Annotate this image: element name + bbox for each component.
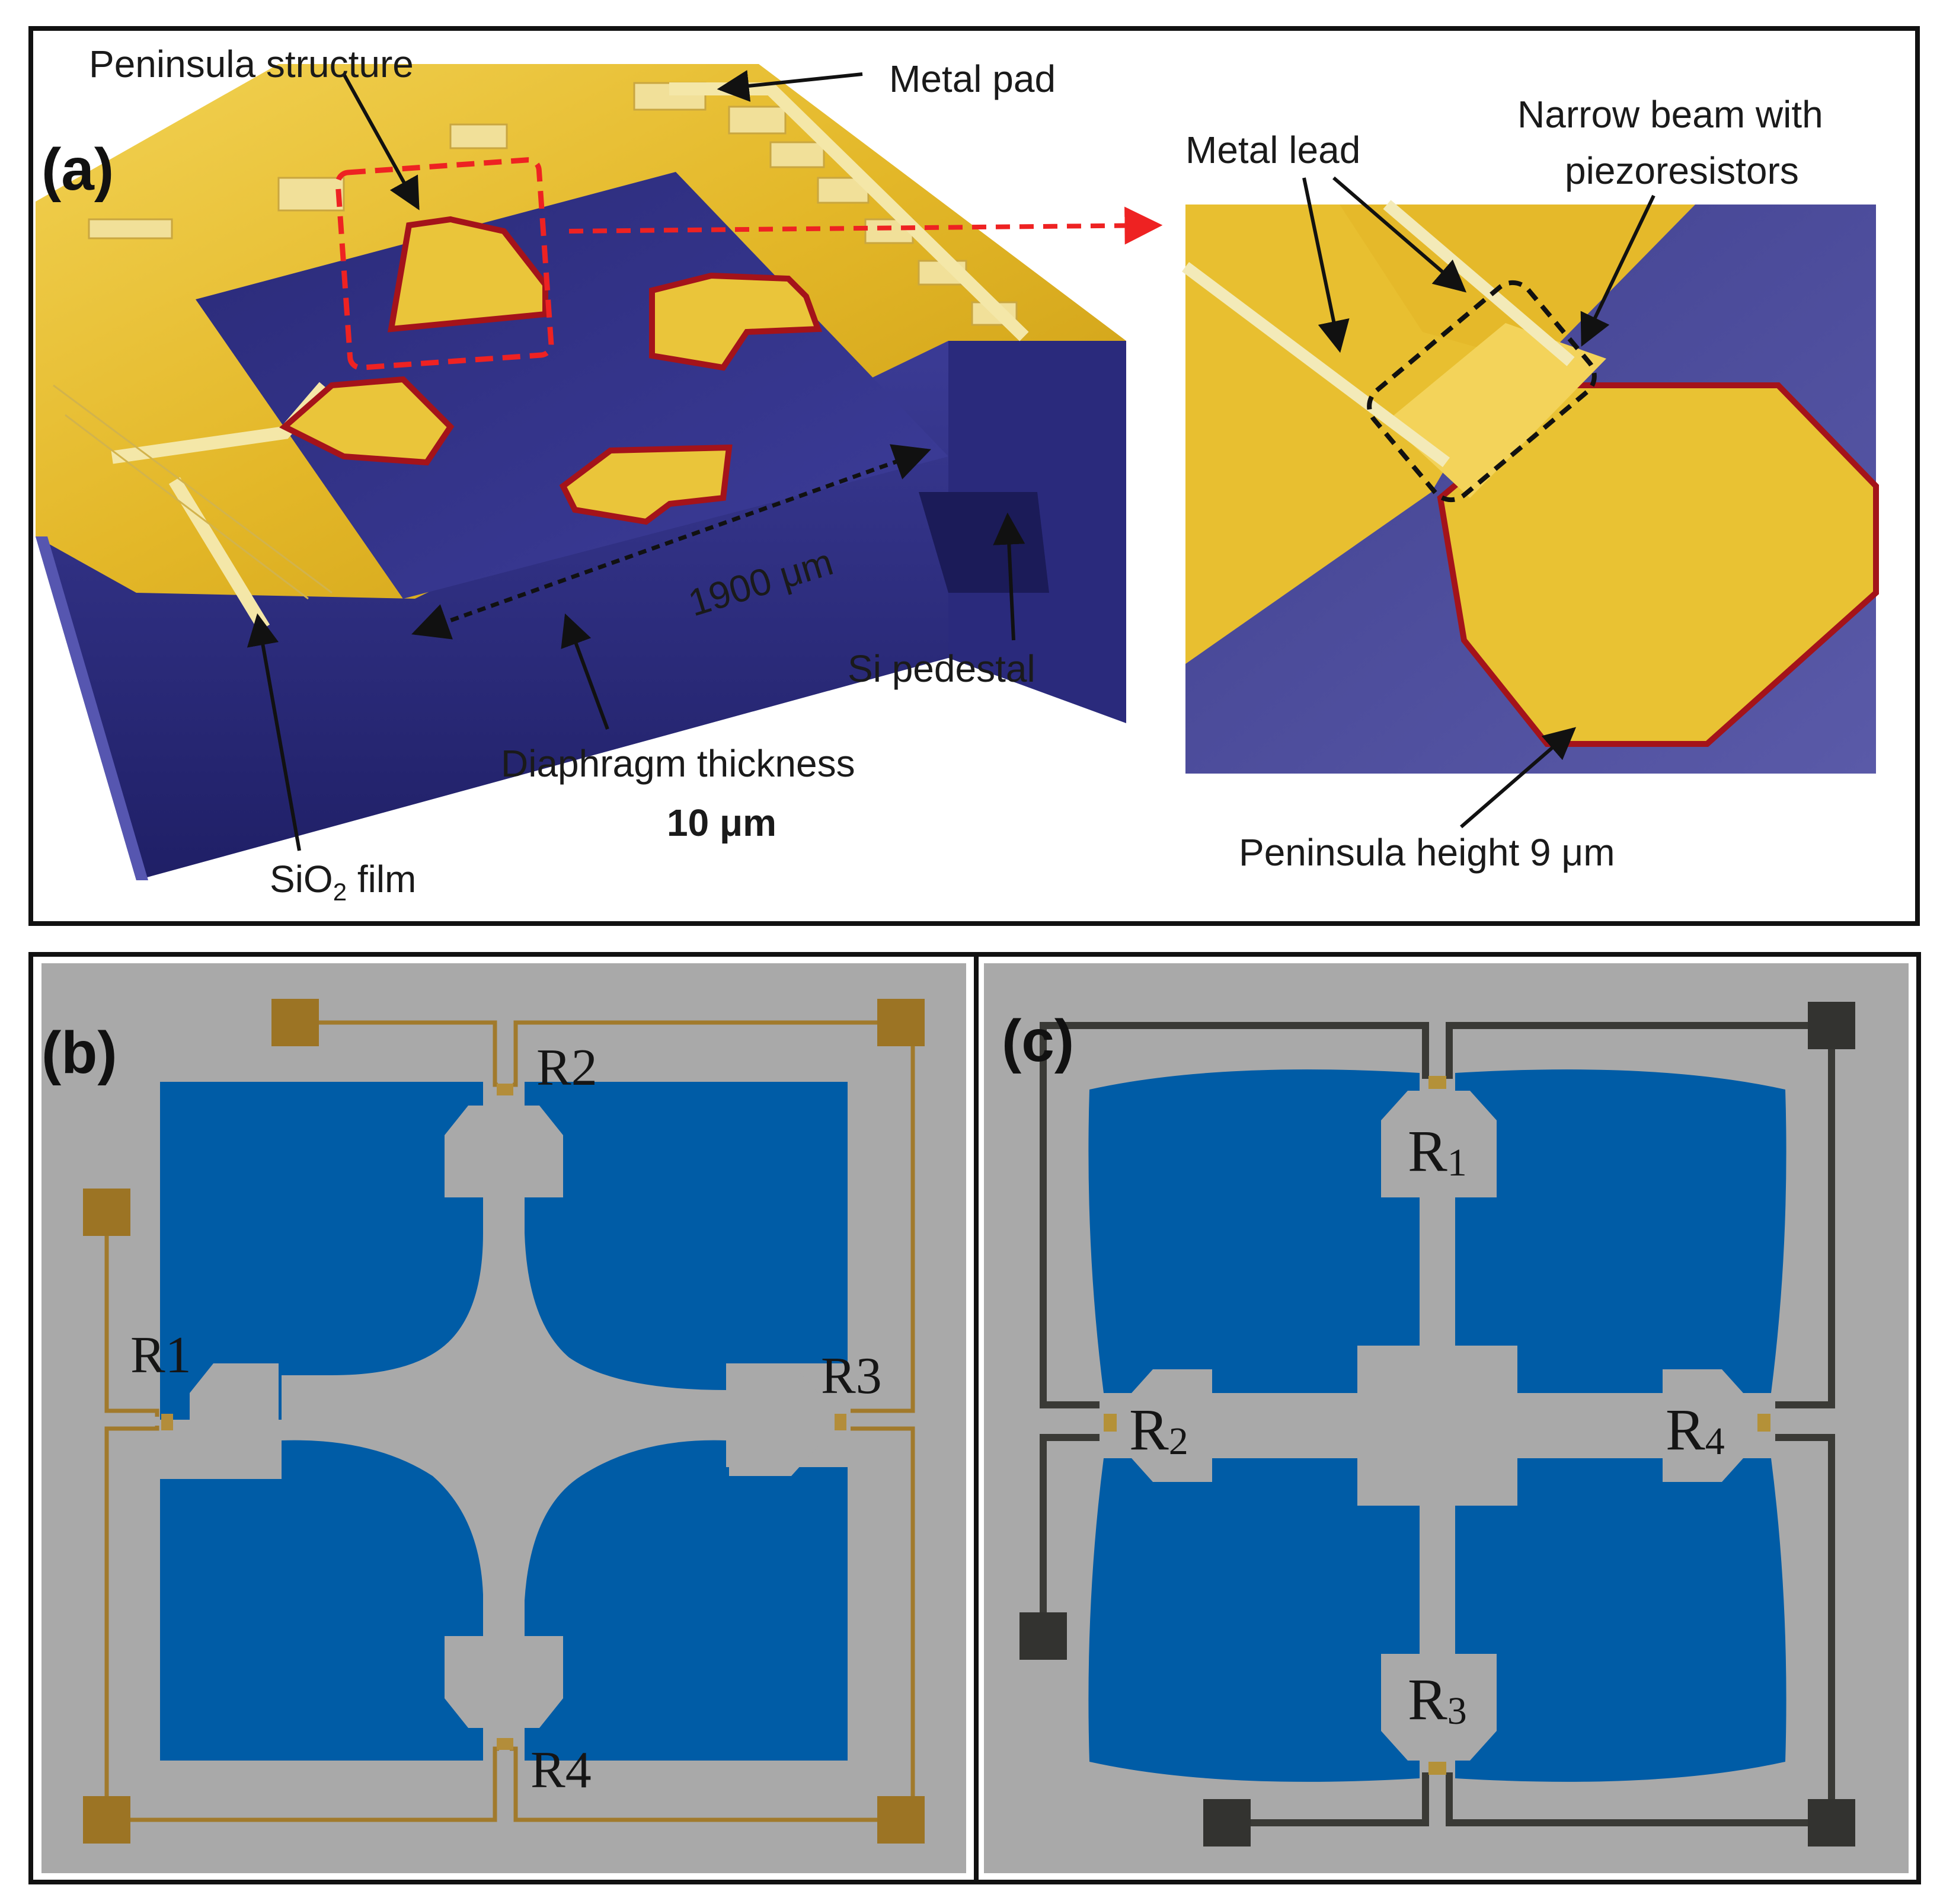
zoom-beam-highlight-box — [1367, 280, 1597, 503]
narrow-beam-label-line1: Narrow beam with — [1517, 93, 1823, 136]
peninsula-right — [649, 272, 823, 371]
panel-b-peninsulas — [190, 1106, 818, 1728]
panel-c-label-r1: R1 — [1408, 1118, 1467, 1184]
panel-c-letter: (c) — [1002, 1008, 1074, 1074]
peninsula-c-left — [1126, 1369, 1212, 1482]
panel-a: (a) Peninsula structure Metal pad Metal … — [28, 26, 1920, 926]
peninsula-c-bottom — [1381, 1654, 1497, 1761]
cavity-c-top-right — [1455, 1069, 1786, 1393]
panel-c-label-r3: R3 — [1408, 1666, 1467, 1733]
peninsula-c-right — [1663, 1369, 1749, 1482]
panel-c-traces — [1040, 1022, 1835, 1826]
pad-b-1 — [271, 999, 319, 1046]
pad-c-3 — [1203, 1799, 1251, 1847]
cavity-c-bottom-right — [1455, 1458, 1786, 1782]
cavity-c-top-left — [1088, 1069, 1420, 1393]
peninsula-b-bottom — [445, 1636, 563, 1728]
panel-c-cavities — [1088, 1069, 1786, 1782]
zoom-gold-pad — [1437, 382, 1879, 747]
panel-a-annotations: (a) Peninsula structure Metal pad Metal … — [41, 43, 1823, 906]
peninsula-b-right — [729, 1363, 818, 1476]
pad-c-4 — [1808, 1799, 1855, 1847]
sio2-film-label: SiO2 film — [270, 858, 416, 906]
panel-c-peninsulas — [1126, 1091, 1749, 1761]
si-pedestal-label: Si pedestal — [848, 647, 1035, 690]
cavity-bottom-right — [525, 1440, 848, 1761]
peninsula-b-left — [190, 1363, 279, 1476]
panel-b-label-r2: R2 — [536, 1039, 597, 1097]
panel-b: (b) R1 R2 R3 R4 — [28, 952, 979, 1884]
panel-b-label-r4: R4 — [530, 1742, 592, 1799]
metal-lead-edges — [53, 384, 333, 600]
zoom-arrow — [568, 206, 1163, 245]
panel-b-bond-pads — [83, 999, 925, 1844]
pad-b-4 — [83, 1796, 130, 1844]
pad-c-2 — [1019, 1612, 1067, 1660]
pad-b-5 — [877, 1796, 925, 1844]
cavity-bottom-left — [160, 1440, 483, 1761]
metal-pad-label: Metal pad — [889, 57, 1056, 100]
peninsula-c-top — [1381, 1091, 1497, 1197]
panel-b-cavities — [160, 1082, 848, 1761]
panel-b-label-r3: R3 — [821, 1347, 882, 1405]
cavity-top-left — [160, 1082, 483, 1420]
peninsula-height-label: Peninsula height 9 μm — [1239, 831, 1615, 874]
panel-c-piezoresistors — [1104, 1076, 1770, 1775]
zoom-inset — [1182, 200, 1879, 774]
metal-lead-label: Metal lead — [1185, 129, 1360, 171]
panel-c-bond-pads — [1019, 1002, 1855, 1847]
diaphragm-thickness-label: Diaphragm thickness — [501, 742, 855, 785]
peninsula-b-top — [445, 1106, 563, 1197]
panel-a-letter: (a) — [41, 136, 114, 203]
center-mass-c — [1357, 1346, 1517, 1506]
panel-b-label-r1: R1 — [130, 1327, 191, 1384]
panel-b-piezoresistors — [161, 1084, 846, 1750]
cavity-c-bottom-left — [1088, 1458, 1420, 1782]
panel-b-traces — [104, 1020, 915, 1822]
cavity-top-right — [525, 1082, 848, 1390]
pad-b-2 — [877, 999, 925, 1046]
peninsula-left — [279, 376, 455, 466]
zoom-metal-leads — [1182, 200, 1575, 467]
diaphragm-thickness-value: 10 μm — [667, 801, 776, 844]
pad-c-1 — [1808, 1002, 1855, 1049]
chip-bottom-edge — [36, 536, 148, 880]
peninsula-structure-label: Peninsula structure — [89, 43, 414, 85]
panel-b-letter: (b) — [41, 1020, 117, 1086]
panel-c-label-r2: R2 — [1129, 1397, 1188, 1463]
narrow-beam-label-line2: piezoresistors — [1565, 149, 1799, 192]
panel-c: (c) R1 R2 R3 R4 — [974, 952, 1921, 1884]
zoom-selection-box — [335, 157, 554, 370]
panel-c-label-r4: R4 — [1666, 1397, 1725, 1463]
pad-b-3 — [83, 1189, 130, 1236]
